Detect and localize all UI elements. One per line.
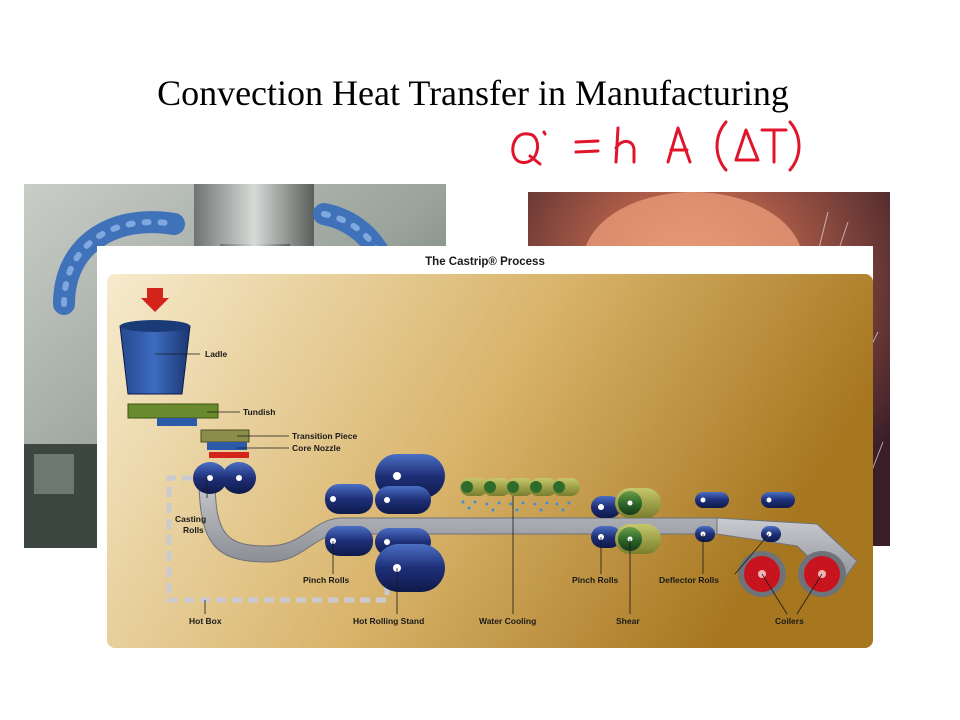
label-tundish: Tundish — [243, 407, 275, 417]
label-core-nozzle: Core Nozzle — [292, 443, 341, 453]
handwritten-equation — [511, 120, 801, 172]
label-coilers: Coilers — [775, 616, 804, 626]
slide-title: Convection Heat Transfer in Manufacturin… — [157, 73, 789, 113]
label-deflector-rolls: Deflector Rolls — [659, 575, 719, 585]
diagram-panel — [107, 274, 873, 648]
pour-arrow-icon — [141, 288, 169, 312]
diagram-title: The Castrip® Process — [425, 256, 545, 268]
label-pinch-rolls-1: Pinch Rolls — [303, 575, 350, 585]
shear-rolls — [615, 488, 661, 554]
castrip-process-diagram: The Castrip® Process — [97, 246, 873, 648]
water-spray — [461, 500, 571, 512]
ladle — [119, 325, 191, 395]
label-hot-rolling-stand: Hot Rolling Stand — [353, 616, 424, 626]
deflector-rolls — [695, 492, 795, 542]
steel-strip — [198, 477, 718, 563]
label-hot-box: Hot Box — [189, 616, 222, 626]
label-shear: Shear — [616, 616, 640, 626]
casting-rolls — [193, 462, 256, 494]
hot-rolling-stand — [375, 454, 445, 592]
label-pinch-rolls-2: Pinch Rolls — [572, 575, 619, 585]
label-water-cooling: Water Cooling — [479, 616, 536, 626]
pinch-rolls-2 — [591, 496, 621, 548]
water-cooling-headers — [460, 478, 580, 496]
label-casting-rolls-2: Rolls — [183, 525, 204, 535]
label-casting-rolls-1: Casting — [175, 514, 206, 524]
label-transition-piece: Transition Piece — [292, 431, 357, 441]
pinch-rolls-1 — [325, 484, 373, 556]
label-ladle: Ladle — [205, 349, 227, 359]
hot-box-outline — [166, 475, 390, 603]
